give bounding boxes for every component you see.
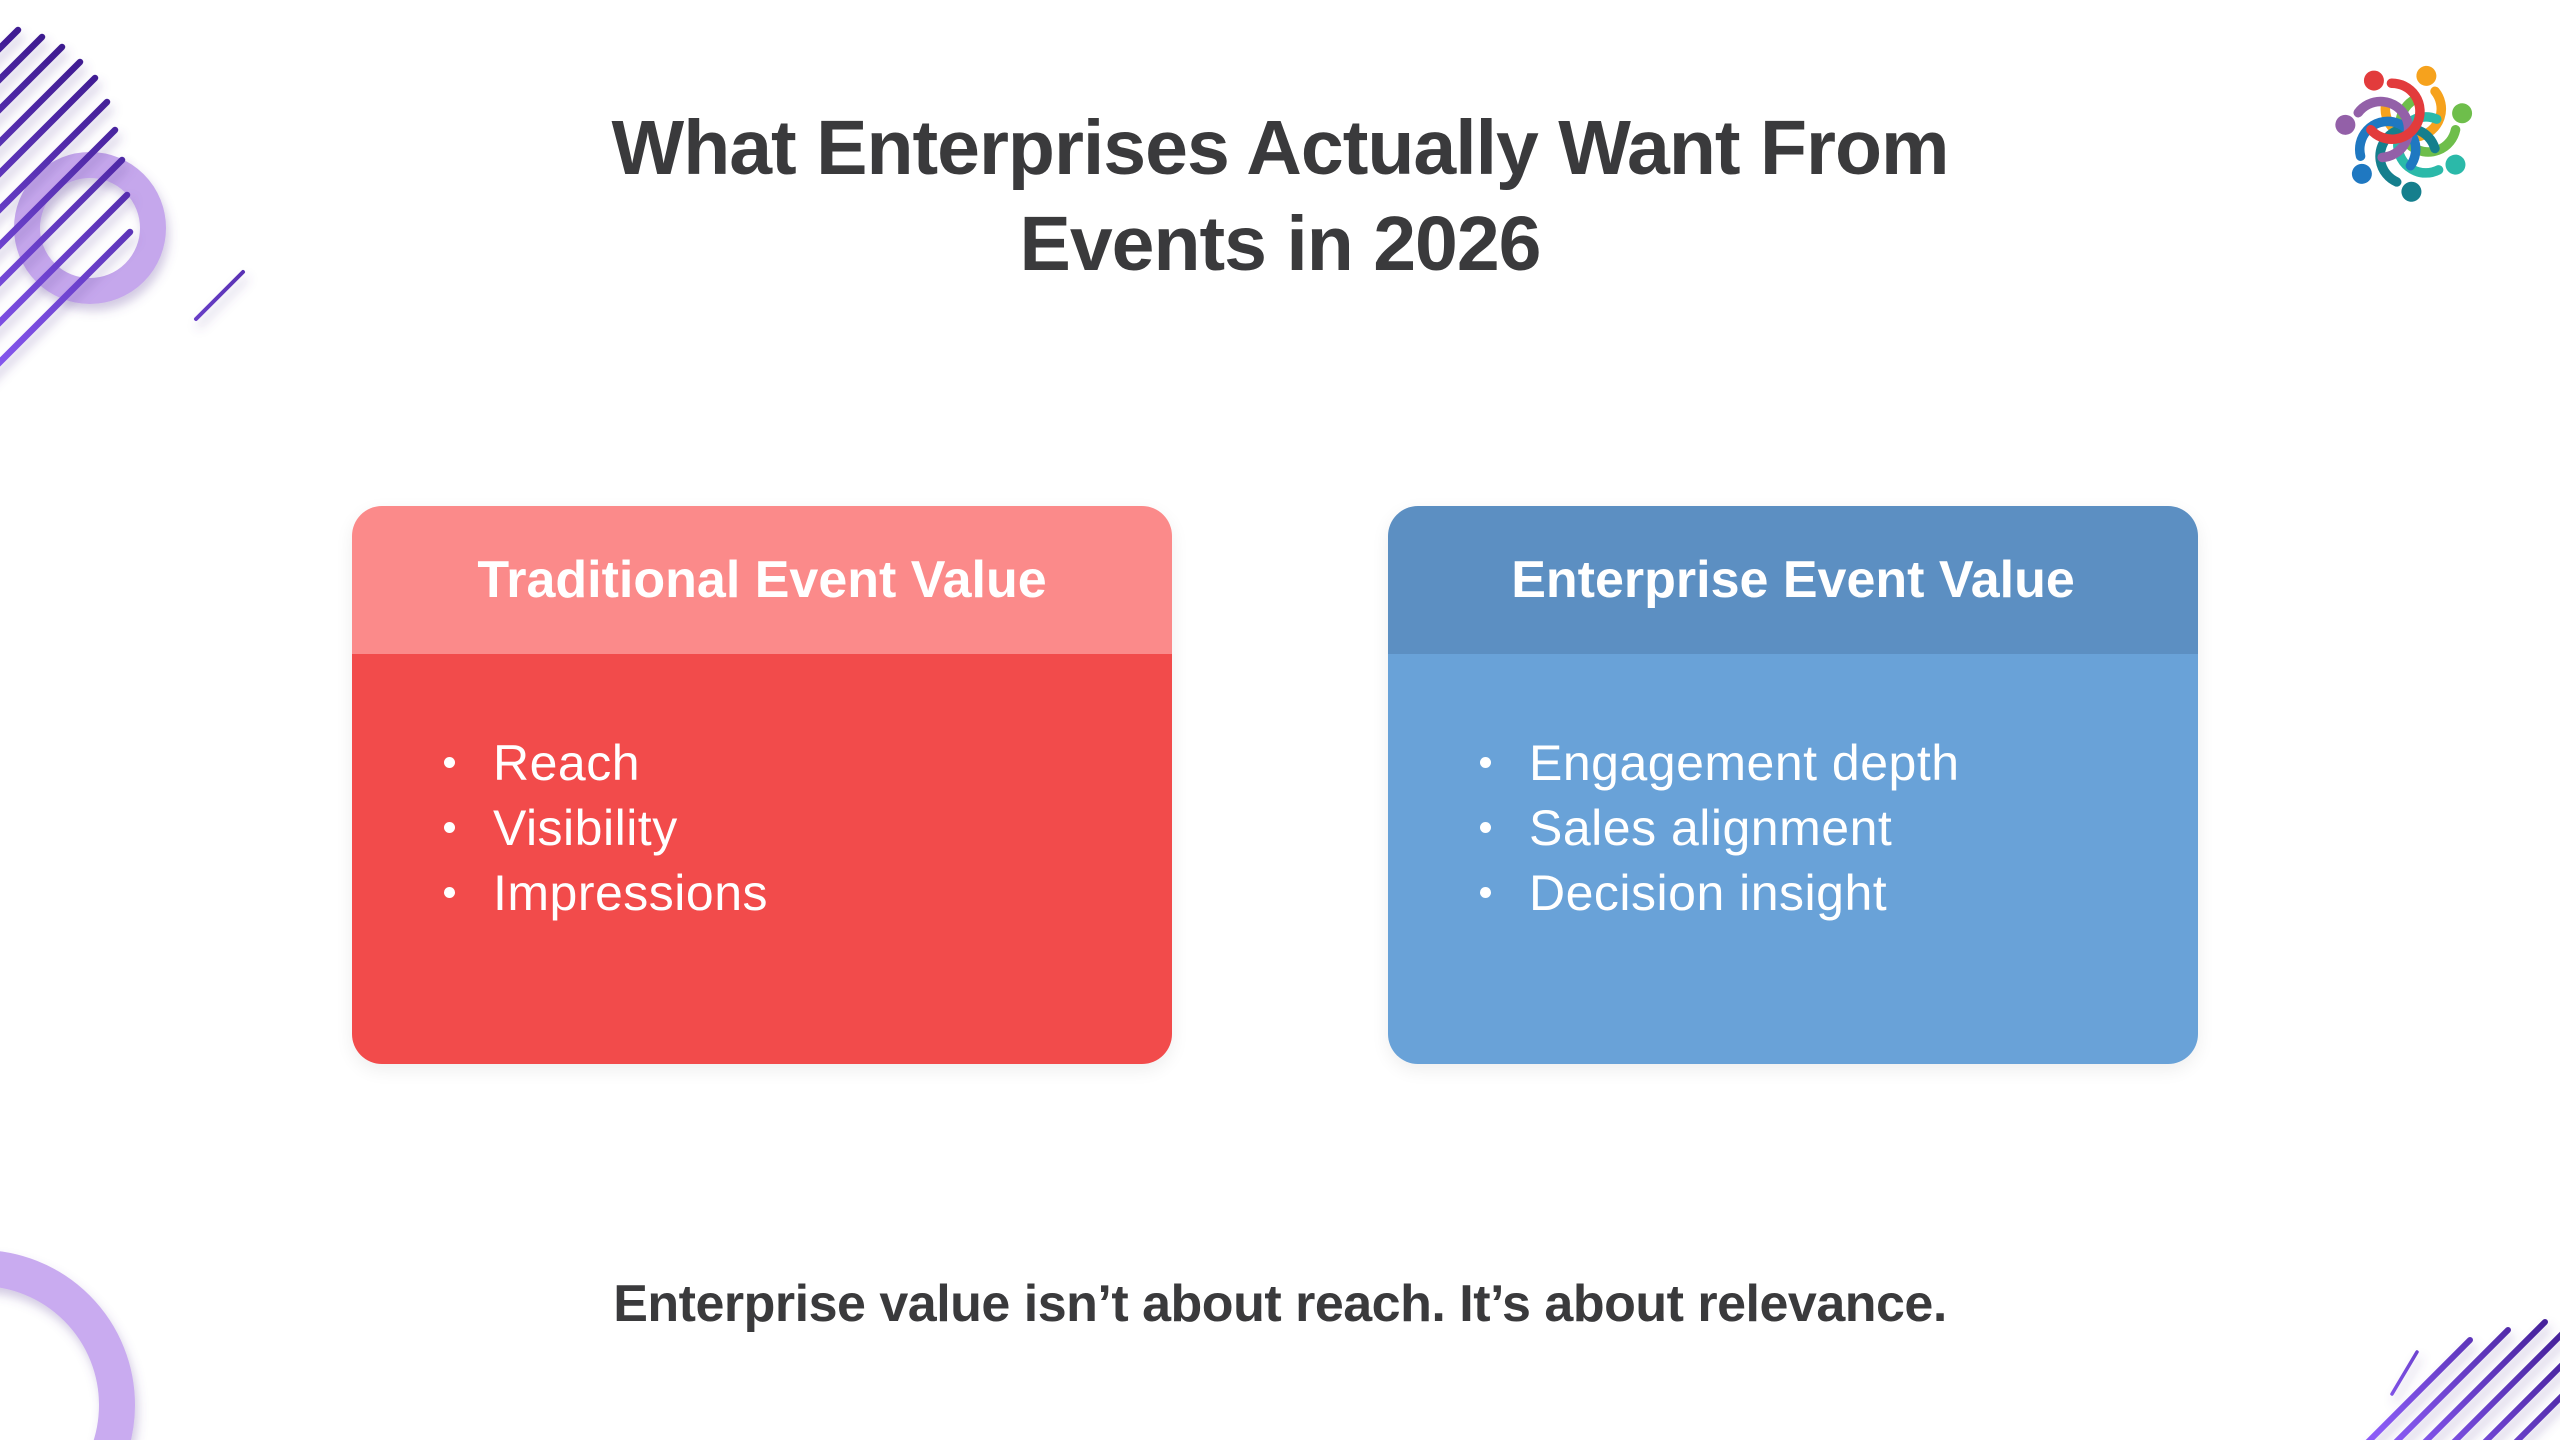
bullet-text: Reach xyxy=(493,734,641,791)
page-title-line2: Events in 2026 xyxy=(1019,201,1541,287)
list-item: Engagement depth xyxy=(1480,730,2158,795)
list-item: Sales alignment xyxy=(1480,795,2158,860)
card-traditional-bullet-list: Reach Visibility Impressions xyxy=(352,654,1172,925)
tagline: Enterprise value isn’t about reach. It’s… xyxy=(613,1275,1947,1333)
card-traditional-title: Traditional Event Value xyxy=(477,551,1047,609)
bullet-text: Engagement depth xyxy=(1529,734,1960,791)
bullet-dot xyxy=(1480,887,1491,898)
bullet-dot xyxy=(1480,757,1491,768)
list-item: Visibility xyxy=(444,795,1132,860)
list-item: Decision insight xyxy=(1480,860,2158,925)
card-traditional-body: Reach Visibility Impressions xyxy=(352,654,1172,1064)
page-title: What Enterprises Actually Want From Even… xyxy=(0,100,2560,292)
card-traditional-event-value: Traditional Event Value Reach Visibility… xyxy=(352,506,1172,1064)
card-enterprise-event-value: Enterprise Event Value Engagement depth … xyxy=(1388,506,2198,1064)
bullet-text: Sales alignment xyxy=(1529,799,1893,856)
page-title-line1: What Enterprises Actually Want From xyxy=(611,105,1950,191)
card-enterprise-header: Enterprise Event Value xyxy=(1388,506,2198,654)
bullet-dot xyxy=(444,887,455,898)
card-enterprise-title: Enterprise Event Value xyxy=(1511,551,2075,609)
bullet-text: Decision insight xyxy=(1529,864,1888,921)
bullet-text: Impressions xyxy=(493,864,769,921)
people-circle-logo xyxy=(2335,65,2473,202)
card-enterprise-body: Engagement depth Sales alignment Decisio… xyxy=(1388,654,2198,1064)
bullet-dot xyxy=(1480,822,1491,833)
bullet-text: Visibility xyxy=(493,799,678,856)
list-item: Reach xyxy=(444,730,1132,795)
bullet-dot xyxy=(444,822,455,833)
list-item: Impressions xyxy=(444,860,1132,925)
card-enterprise-bullet-list: Engagement depth Sales alignment Decisio… xyxy=(1388,654,2198,925)
card-traditional-header: Traditional Event Value xyxy=(352,506,1172,654)
bullet-dot xyxy=(444,757,455,768)
